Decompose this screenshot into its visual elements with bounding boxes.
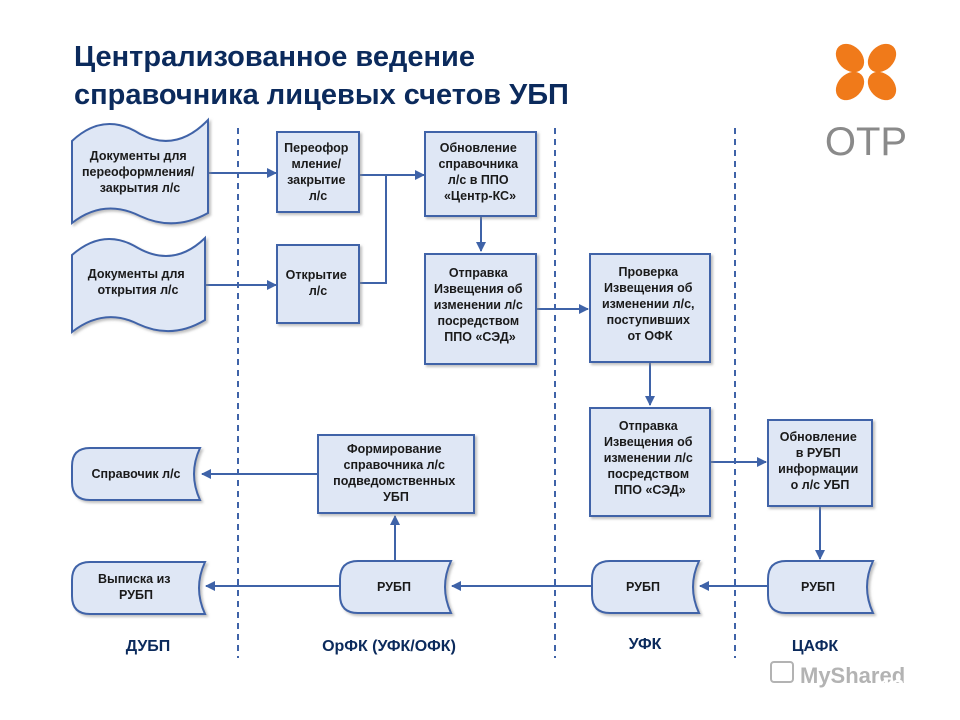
form-directory-label: Формирование справочника л/с подведомств… <box>333 442 459 504</box>
extract-label: Выписка из РУБП <box>98 572 174 602</box>
rubp-orfk-storage-shape <box>339 560 453 614</box>
documents-open-label: Документы для открытия л/с <box>88 267 188 297</box>
open-account-label: Открытие л/с <box>286 268 351 298</box>
update-rubp-label: Обновление в РУБП информации о л/с УБП <box>778 430 862 492</box>
slide-title: Централизованное ведение справочника лиц… <box>74 38 714 114</box>
documents-open-shape <box>71 235 206 335</box>
send-notice-box-orfk <box>424 253 537 365</box>
check-notice-box <box>589 253 711 363</box>
zone-label-ufk: УФК <box>629 636 662 653</box>
extract-storage-shape <box>71 561 207 615</box>
zone-label-cafk: ЦАФК <box>792 638 839 655</box>
rubp-orfk-label: РУБП <box>377 580 411 594</box>
directory-storage-shape <box>71 447 202 501</box>
connector-line <box>359 175 387 284</box>
otr-flower-logo-icon <box>835 43 897 101</box>
logo-text: ОТР <box>825 120 907 164</box>
update-ppo-label: Обновление справочника л/с в ППО «Центр-… <box>438 141 521 203</box>
zone-label-dubp: ДУБП <box>126 638 171 655</box>
send-notice-label-orfk: Отправка Извещения об изменении л/с поср… <box>434 266 527 344</box>
documents-reform-close-shape <box>71 117 209 226</box>
reform-close-box <box>276 131 360 213</box>
zone-label-orfk: ОрФК (УФК/ОФК) <box>322 638 456 655</box>
rubp-ufk-storage-shape <box>591 560 701 614</box>
update-rubp-box <box>767 419 873 507</box>
documents-reform-close-label: Документы для переоформления/ закрытия л… <box>82 149 198 195</box>
directory-label: Справочик л/с <box>91 467 180 481</box>
form-directory-box <box>317 434 475 514</box>
send-notice-label-ufk: Отправка Извещения об изменении л/с поср… <box>604 419 697 497</box>
watermark: MyShared <box>770 661 905 688</box>
page-number: 13 <box>880 675 904 700</box>
check-notice-label: Проверка Извещения об изменении л/с, пос… <box>602 265 698 343</box>
rubp-cafk-storage-shape <box>767 560 875 614</box>
update-ppo-box <box>424 131 537 217</box>
rubp-ufk-label: РУБП <box>626 580 660 594</box>
send-notice-box-ufk <box>589 407 711 517</box>
title-line-1: Централизованное ведение <box>74 41 475 73</box>
cart-icon <box>770 661 794 683</box>
reform-close-label: Переофор мление/ закрытие л/с <box>284 141 352 203</box>
watermark-text: MyShared <box>800 663 905 688</box>
open-account-box <box>276 244 360 324</box>
rubp-cafk-label: РУБП <box>801 580 835 594</box>
title-line-2: справочника лицевых счетов УБП <box>74 79 569 111</box>
